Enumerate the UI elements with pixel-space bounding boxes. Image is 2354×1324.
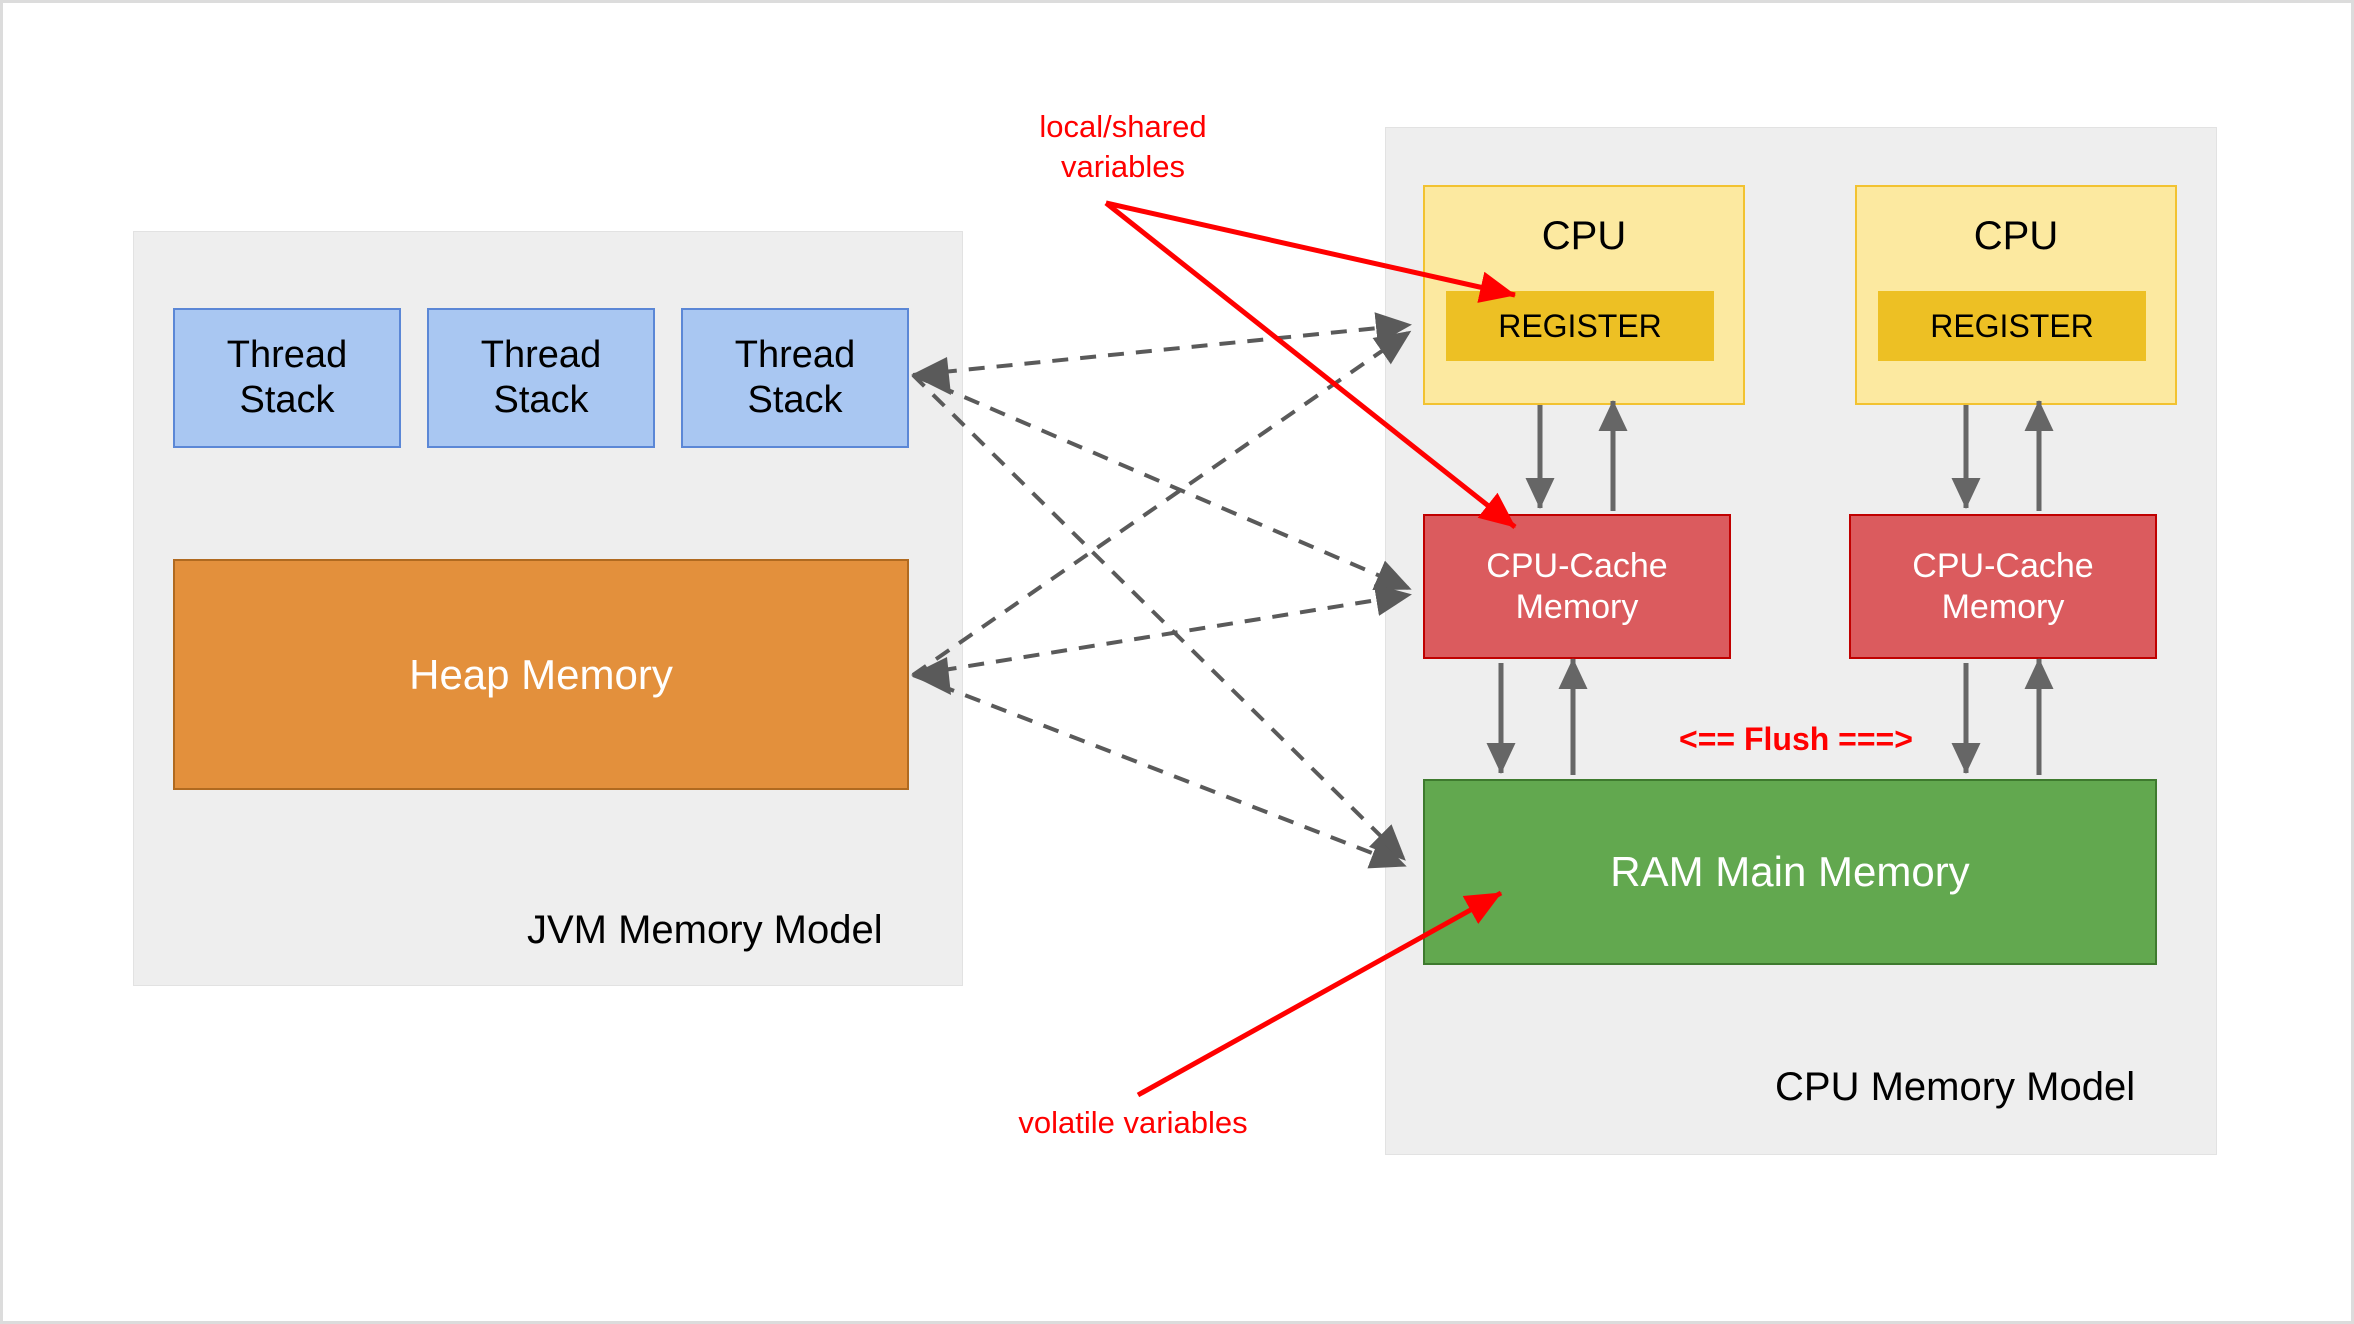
register-box-2: REGISTER (1878, 291, 2146, 361)
jvm-panel-title: JVM Memory Model (527, 908, 883, 952)
thread-stack-box-1: Thread Stack (173, 308, 401, 448)
cpu-panel-title: CPU Memory Model (1775, 1065, 2136, 1109)
thread-stack-box-3: Thread Stack (681, 308, 909, 448)
register-box-1: REGISTER (1446, 291, 1714, 361)
ram-main-memory-box: RAM Main Memory (1423, 779, 2157, 965)
thread-stack-box-2: Thread Stack (427, 308, 655, 448)
dashed-arrow-heap-to-ram (912, 673, 1407, 869)
local-shared-variables-annotation: local/shared variables (1039, 109, 1207, 185)
dashed-arrow-heap-to-cache (912, 584, 1412, 677)
dashed-arrow-heap-to-register (911, 330, 1412, 677)
heap-memory-box: Heap Memory (173, 559, 909, 790)
cpu-cache-box-1: CPU-Cache Memory (1423, 514, 1731, 659)
dashed-arrow-thread-to-cache (912, 373, 1412, 591)
volatile-variables-annotation: volatile variables (1018, 1105, 1248, 1140)
dashed-arrow-thread-to-ram (911, 373, 1406, 861)
cpu-cache-box-2: CPU-Cache Memory (1849, 514, 2157, 659)
dashed-arrow-thread-to-register (912, 312, 1412, 377)
flush-label: <== Flush ===> (1679, 721, 1913, 757)
